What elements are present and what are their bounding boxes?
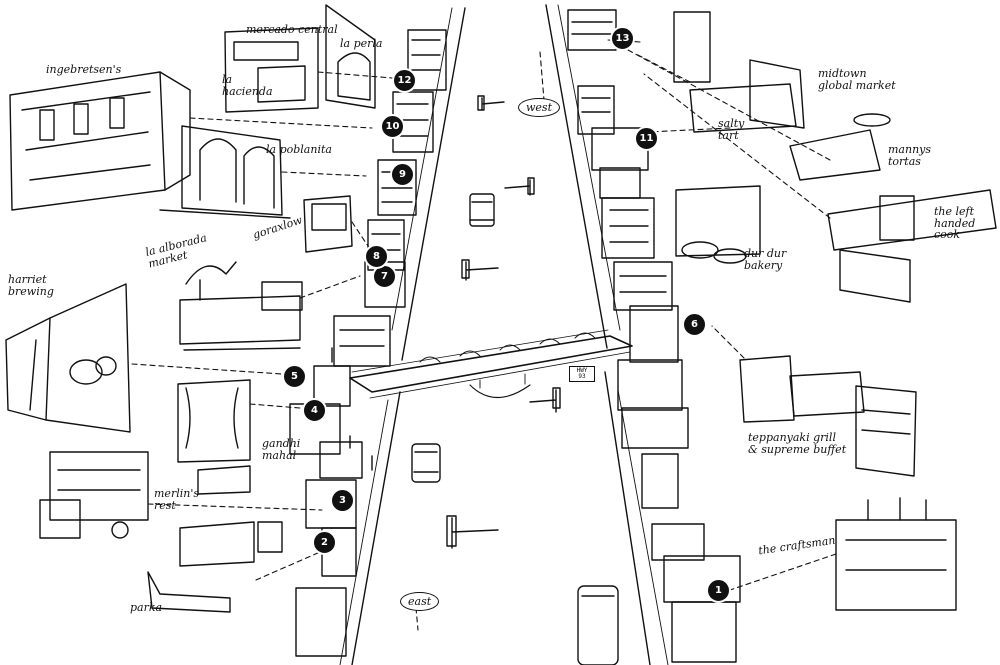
- marker-12[interactable]: 12: [394, 70, 415, 91]
- label-teppanyaki: teppanyaki grill & supreme buffet: [748, 431, 847, 456]
- traffic-light-3: [465, 261, 499, 281]
- la-poblanita-sketch: [159, 125, 291, 219]
- label-parka: parka: [130, 601, 163, 614]
- label-harriet-brewing: harriet brewing: [8, 273, 54, 298]
- la-alborada-sketch: [179, 261, 303, 351]
- goraxlow-sketch: [303, 195, 353, 253]
- left-handed-cook-sketch: [827, 189, 997, 303]
- marker-3[interactable]: 3: [332, 490, 353, 511]
- marker-9[interactable]: 9: [392, 164, 413, 185]
- truck-north: [469, 193, 495, 227]
- marker-2[interactable]: 2: [314, 532, 335, 553]
- bus-east: [577, 585, 619, 665]
- parka-sketch: [147, 521, 283, 613]
- harriet-brewing-sketch: [5, 283, 131, 433]
- sidewalk-left: [339, 7, 453, 665]
- midtown-market-sketch: [673, 11, 891, 181]
- traffic-light-5: [451, 517, 499, 549]
- traffic-light-2: [504, 179, 531, 196]
- buildings-left: [289, 29, 447, 657]
- buildings-right: [567, 9, 741, 663]
- bridge: [349, 335, 633, 393]
- west-label: west: [518, 98, 560, 117]
- label-midtown-global-market: midtown global market: [818, 67, 896, 92]
- dur-dur-sketch: [675, 185, 761, 264]
- marker-10[interactable]: 10: [382, 116, 403, 137]
- traffic-light-1: [481, 97, 505, 111]
- label-salty-tart: salty tart: [718, 117, 745, 142]
- label-gandhi-mahal: gandhi mahal: [262, 437, 301, 462]
- label-the-left-handed-cook: the left handed cook: [934, 205, 976, 242]
- label-dur-dur-bakery: dur dur bakery: [744, 247, 787, 272]
- ingebretsens-sketch: [9, 71, 191, 211]
- label-ingebretsens: ingebretsen's: [46, 63, 122, 76]
- label-la-poblanita: la poblanita: [266, 143, 332, 156]
- road-edge-right: [545, 4, 651, 665]
- merlins-rest-sketch: [39, 451, 149, 539]
- label-la-perla: la perla: [340, 37, 383, 50]
- marker-8[interactable]: 8: [366, 246, 387, 267]
- east-label: east: [400, 592, 440, 611]
- label-mannys-tortas: mannys tortas: [888, 143, 932, 168]
- craftsman-sketch: [835, 497, 957, 611]
- label-merlins-rest: merlin's rest: [154, 487, 199, 512]
- label-mercado-central: mercado central: [246, 23, 338, 36]
- mercado-central-sketch: [224, 4, 376, 113]
- car-south: [411, 443, 441, 483]
- leader-lines: [131, 39, 837, 631]
- label-la-hacienda: la hacienda: [222, 73, 273, 98]
- marker-6[interactable]: 6: [684, 314, 705, 335]
- marker-13[interactable]: 13: [612, 28, 633, 49]
- road-sign: HWY 93: [569, 366, 595, 382]
- marker-5[interactable]: 5: [284, 366, 305, 387]
- teppanyaki-sketch: [739, 355, 917, 477]
- gandhi-mahal-sketch: [177, 379, 251, 495]
- road-edge-left: [351, 7, 466, 665]
- sidewalk-right: [557, 4, 669, 665]
- marker-11[interactable]: 11: [636, 128, 657, 149]
- marker-7[interactable]: 7: [374, 266, 395, 287]
- marker-4[interactable]: 4: [304, 400, 325, 421]
- marker-1[interactable]: 1: [708, 580, 729, 601]
- traffic-light-4: [529, 389, 557, 413]
